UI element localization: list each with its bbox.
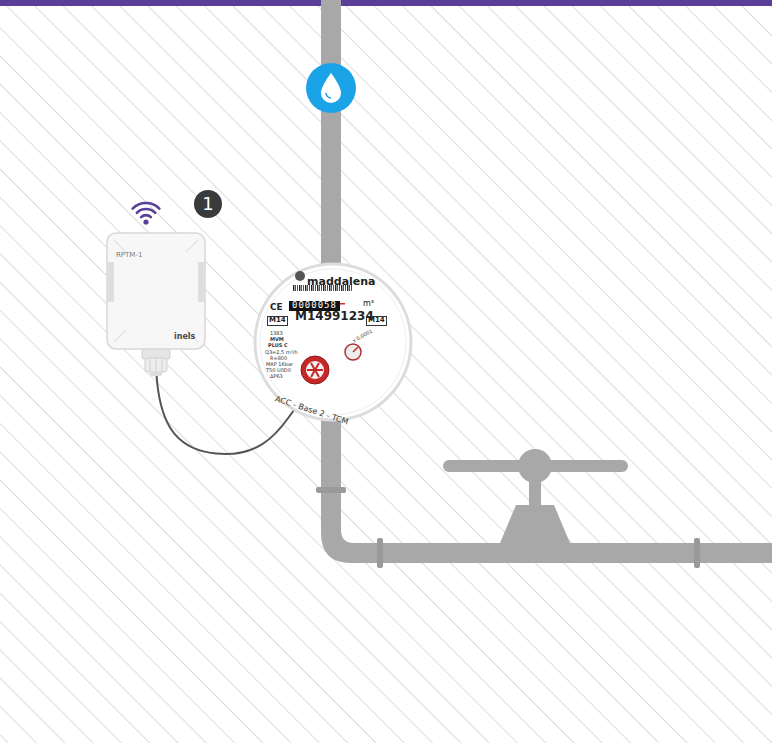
top-bar xyxy=(0,0,772,6)
callout-number: 1 xyxy=(202,194,213,214)
meter-marking: MAP 16bar xyxy=(266,362,293,368)
water-meter: maddalenaCE0000058m³M141383MVMPLUS CQ3=2… xyxy=(253,262,413,422)
sensor-cable xyxy=(156,350,294,454)
cable-gland xyxy=(142,349,170,376)
meter-marking: Q3=2,5 m³/h xyxy=(265,350,298,356)
text-slot: RPTM-1 xyxy=(116,242,142,261)
meter-marking: R=800 xyxy=(270,356,287,362)
text-slot: CE xyxy=(270,295,283,314)
callout-badge: 1 xyxy=(194,190,222,218)
meter-marking: PLUS C xyxy=(268,343,288,349)
meter-marking: M14991234 xyxy=(295,310,374,323)
text-slot: x 0,0001 xyxy=(353,328,375,347)
sensor-module: RPTM-1 inels xyxy=(106,232,206,350)
text-slot: inels xyxy=(174,324,195,343)
meter-marking: ΔP63 xyxy=(270,374,283,380)
meter-marking: 1383 xyxy=(270,331,283,337)
text-slot: maddalena xyxy=(307,270,376,289)
device-label: inels xyxy=(174,333,195,342)
meter-marking: m³ xyxy=(363,300,374,309)
meter-marking: M14 xyxy=(267,316,288,326)
text-slot: ACC - Base 2 - TCM xyxy=(275,386,351,405)
meter-marking: MVM xyxy=(270,337,284,343)
meter-marking: M14 xyxy=(366,316,387,326)
water-drop-icon xyxy=(306,63,356,113)
meter-marking: maddalena xyxy=(307,276,376,288)
meter-marking: T50 U0D0 xyxy=(266,368,291,374)
wifi-icon xyxy=(133,203,160,225)
meter-marking: CE xyxy=(270,303,283,313)
valve xyxy=(443,449,628,543)
text-slot: m³ xyxy=(363,291,374,310)
device-label: RPTM-1 xyxy=(116,252,142,260)
meter-marking: x 0,0001 xyxy=(352,328,374,344)
